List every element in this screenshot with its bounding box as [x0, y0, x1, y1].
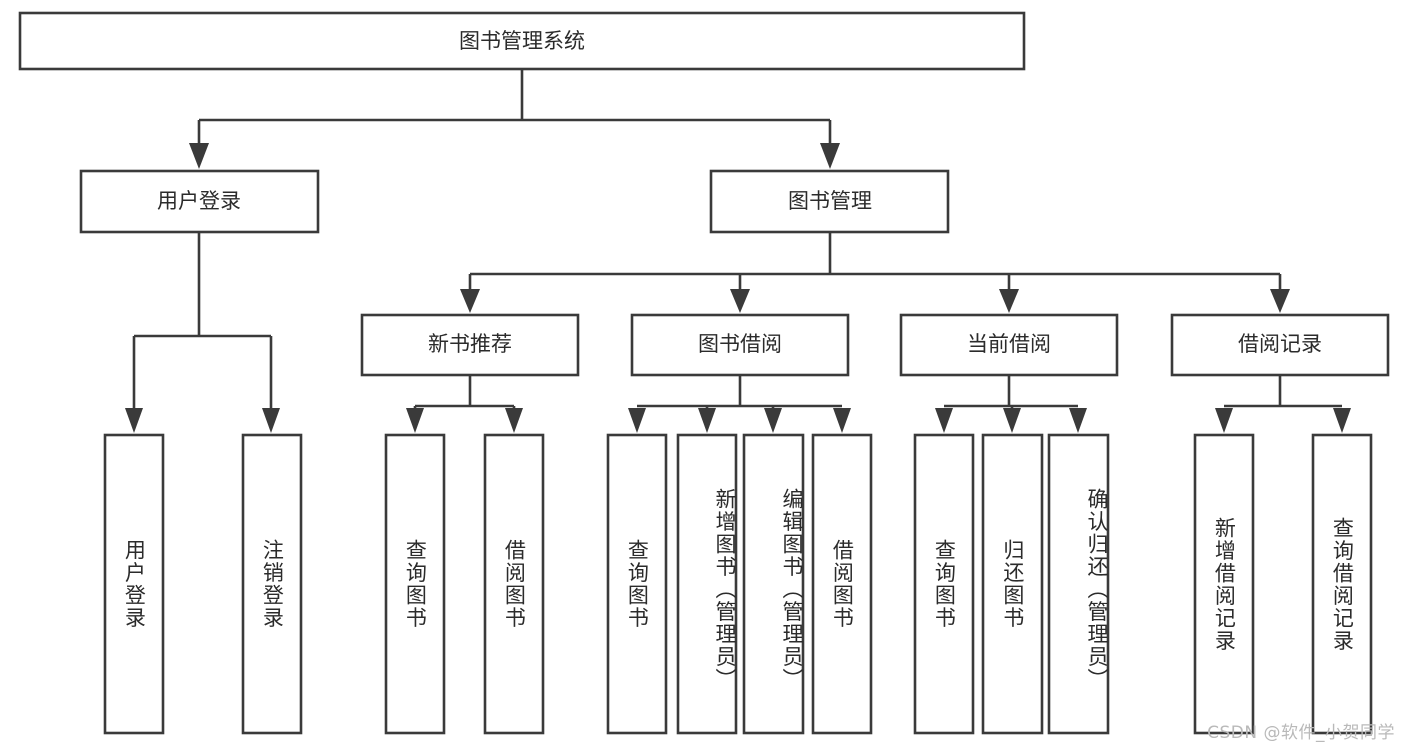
- node-leaf-borrow-book-a-box[interactable]: [483, 433, 545, 735]
- arrow-to-leaf-return-book: [1003, 408, 1021, 433]
- arrow-to-current-borrow: [999, 289, 1019, 313]
- node-borrow-record-box[interactable]: [1170, 313, 1390, 377]
- connector-layer: [125, 70, 1351, 433]
- node-root-box[interactable]: [18, 11, 1026, 71]
- node-leaf-query-record-box[interactable]: [1311, 433, 1373, 735]
- node-borrow-record-label: 借阅记录: [1238, 332, 1322, 356]
- node-leaf-edit-book-box[interactable]: [742, 433, 805, 735]
- node-user-login-box[interactable]: [79, 169, 320, 234]
- arrow-to-book-manage: [820, 143, 840, 169]
- node-leaf-add-book-box[interactable]: [676, 433, 738, 735]
- node-leaf-add-record-box[interactable]: [1193, 433, 1255, 735]
- node-new-book-rec[interactable]: 新书推荐: [360, 313, 580, 377]
- node-current-borrow-box[interactable]: [899, 313, 1119, 377]
- node-leaf-confirm-return-box[interactable]: [1047, 433, 1110, 735]
- arrow-to-new-book-rec: [460, 289, 480, 313]
- arrow-to-leaf-query-book-b: [628, 408, 646, 433]
- node-new-book-rec-label: 新书推荐: [428, 332, 512, 356]
- node-book-borrow-label: 图书借阅: [698, 332, 782, 356]
- node-book-borrow-box[interactable]: [630, 313, 850, 377]
- arrow-to-leaf-edit-book: [764, 408, 782, 433]
- node-borrow-record[interactable]: 借阅记录: [1170, 313, 1390, 377]
- node-leaf-query-book-b-box[interactable]: [606, 433, 668, 735]
- node-leaf-return-book-box[interactable]: [981, 433, 1044, 735]
- arrow-to-leaf-borrow-book-a: [505, 408, 523, 433]
- node-current-borrow-label: 当前借阅: [967, 332, 1051, 356]
- node-leaf-borrow-book-b-box[interactable]: [811, 433, 873, 735]
- arrow-to-leaf-query-book-a: [406, 408, 424, 433]
- node-leaf-user-login-box[interactable]: [103, 433, 165, 735]
- node-root[interactable]: 图书管理系统: [18, 11, 1026, 71]
- node-new-book-rec-box[interactable]: [360, 313, 580, 377]
- node-book-borrow[interactable]: 图书借阅: [630, 313, 850, 377]
- node-user-login[interactable]: 用户登录: [79, 169, 320, 234]
- node-root-label: 图书管理系统: [459, 29, 585, 53]
- arrow-to-user-login: [189, 143, 209, 169]
- node-book-manage-label: 图书管理: [788, 189, 872, 213]
- node-leaf-query-book-c-box[interactable]: [913, 433, 975, 735]
- csdn-watermark: CSDN @软件_小贺同学: [1207, 723, 1395, 743]
- arrow-to-leaf-borrow-book-b: [833, 408, 851, 433]
- node-book-manage[interactable]: 图书管理: [709, 169, 950, 234]
- arrow-to-borrow-record: [1270, 289, 1290, 313]
- arrow-to-leaf-query-book-c: [935, 408, 953, 433]
- node-user-login-label: 用户登录: [157, 189, 241, 213]
- arrow-to-leaf-user-login: [125, 408, 143, 433]
- node-leaf-logout-box[interactable]: [241, 433, 303, 735]
- arrow-to-leaf-add-book: [698, 408, 716, 433]
- arrow-to-leaf-confirm-return: [1069, 408, 1087, 433]
- arrow-to-leaf-add-record: [1215, 408, 1233, 433]
- arrow-to-leaf-logout: [262, 408, 280, 433]
- node-book-manage-box[interactable]: [709, 169, 950, 234]
- arrow-to-book-borrow: [730, 289, 750, 313]
- node-leaf-query-book-a-box[interactable]: [384, 433, 446, 735]
- node-current-borrow[interactable]: 当前借阅: [899, 313, 1119, 377]
- leaf-box-layer: [103, 433, 1373, 735]
- arrow-to-leaf-query-record: [1333, 408, 1351, 433]
